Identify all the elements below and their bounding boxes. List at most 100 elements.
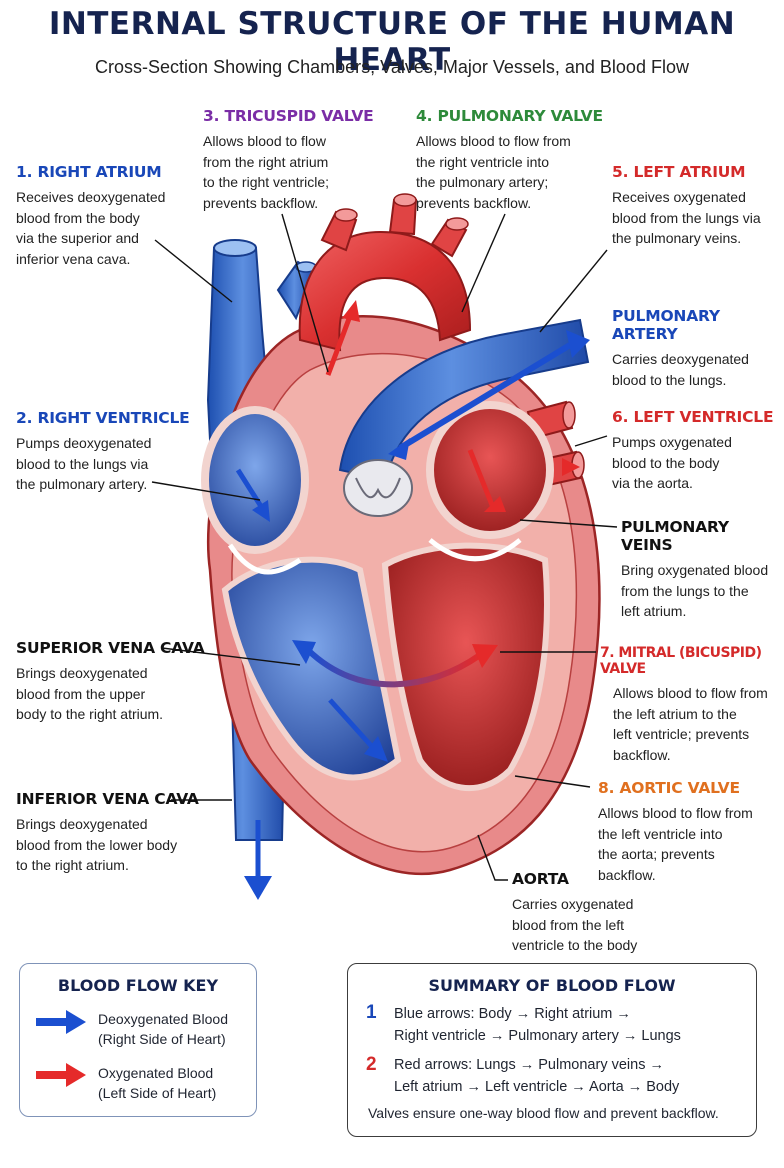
label-line: from the lungs to the [621,582,749,599]
label-line: the left ventricle into [598,825,723,842]
summary-line: Blue arrows: Body → Right atrium → [394,1006,631,1022]
label-line: to the right ventricle; [203,174,330,190]
leader-lines [151,213,618,881]
red-flow-arrow-aorta [325,315,353,376]
summary-line: Right ventricle → Pulmonary artery → Lun… [394,1028,681,1044]
label-line: Carries oxygenated [512,896,634,912]
label-line: the right ventricle into [416,153,550,170]
left-atrium-chamber [426,401,554,539]
label-line: backflow. [613,746,671,763]
summary-number-1: 1 [366,1002,377,1023]
aorta-heading: AORTA [512,870,569,888]
tricuspid-valve-shape [227,543,302,575]
red-arrowhead-pv [562,458,580,476]
label-inferior-vena-cava: INFERIOR VENA CAVA Brings deoxygenated b… [16,790,199,876]
summary-line: Red arrows: Lungs → Pulmonary veins → [394,1057,664,1073]
key-deoxy-text: Deoxygenated Blood (Right Side of Heart) [98,1009,228,1049]
summary-red-text: Red arrows: Lungs → Pulmonary veins → Le… [394,1054,679,1098]
key-line: (Right Side of Heart) [98,1031,226,1047]
label-pulmonary-valve: 4. PULMONARY VALVE Allows blood to flow … [416,107,603,213]
label-left-ventricle: 6. LEFT VENTRICLE Pumps oxygenated blood… [612,408,774,494]
deoxy-key-arrowhead [66,1010,86,1034]
red-arrowhead-aorta [342,300,360,322]
label-line: prevents backflow. [416,194,532,211]
label-line: blood from the body [16,209,140,226]
label-left-atrium: 5. LEFT ATRIUM Receives oxygenated blood… [612,163,761,249]
label-pulmonary-artery: PULMONARY ARTERY Carries deoxygenated bl… [612,307,784,390]
label-line: Pumps deoxygenated [16,435,152,451]
label-line: Allows blood to flow from [416,133,571,149]
pulmonary-artery-vessel [338,318,590,482]
label-line: the aorta; prevents [598,846,715,862]
red-flow-arrow-la [467,449,495,506]
pulmonary-artery-heading: PULMONARY ARTERY [612,307,720,343]
blue-arrowhead-ra [252,500,270,522]
label-line: from the right atrium [203,153,329,170]
aorta-vessel [298,193,472,352]
page-title: INTERNAL STRUCTURE OF THE HUMAN HEART [48,6,736,78]
key-line: Oxygenated Blood [98,1065,214,1081]
aortic-valve-heading: 8. AORTIC VALVE [598,779,740,797]
inferior-vena-cava-heading: INFERIOR VENA CAVA [16,790,199,808]
label-line: blood from the lungs via [612,209,761,226]
summary-note: Valves ensure one-way blood flow and pre… [368,1105,719,1121]
label-line: blood from the upper [16,685,146,702]
label-line: Brings deoxygenated [16,816,148,832]
label-line: the pulmonary veins. [612,230,742,246]
crossover-arrowhead-red [472,644,498,668]
label-line: to the right atrium. [16,857,129,873]
summary-line: Left atrium → Left ventricle → Aorta → B… [394,1079,680,1095]
crossover-arrowhead-blue [292,640,316,664]
label-line: Allows blood to flow from [613,685,768,701]
mitral-valve-shape [428,538,522,562]
right-atrium-heading: 1. RIGHT ATRIUM [16,163,162,181]
blue-arrowhead-down [244,876,272,900]
label-line: Receives deoxygenated [16,189,166,205]
mitral-heading: 7. MITRAL (BICUSPID) VALVE [600,645,762,677]
label-mitral-valve: 7. MITRAL (BICUSPID) VALVE Allows blood … [600,645,784,765]
pulmonary-valve-shape [343,459,413,517]
left-ventricle-heading: 6. LEFT VENTRICLE [612,408,774,426]
blue-flow-arrow-pa [398,342,572,451]
label-line: via the superior and [16,230,139,246]
label-line: the pulmonary artery; [416,174,549,190]
label-line: backflow. [598,866,656,883]
label-superior-vena-cava: SUPERIOR VENA CAVA Brings deoxygenated b… [16,639,205,725]
label-line: body to the right atrium. [16,706,164,722]
label-aortic-valve: 8. AORTIC VALVE Allows blood to flow fro… [598,779,753,885]
blue-arrowhead-pa-back [388,438,410,460]
crossover-flow-arrow [305,647,482,688]
label-line: Carries deoxygenated [612,351,749,367]
label-line: Allows blood to flow [203,133,326,149]
key-title: BLOOD FLOW KEY [57,976,219,995]
key-oxy-text: Oxygenated Blood (Left Side of Heart) [98,1063,216,1103]
pulmonary-veins-heading: PULMONARY VEINS [621,518,729,554]
red-arrowhead-la [484,496,506,512]
blue-arrowhead-rv [364,736,388,762]
label-line: Receives oxygenated [612,189,746,205]
key-line: (Left Side of Heart) [98,1085,217,1101]
key-line: Deoxygenated Blood [98,1011,228,1027]
blue-flow-arrow-rv [328,698,377,752]
label-line: blood to the lungs. [612,371,727,388]
label-line: left atrium. [621,603,687,619]
summary-title: SUMMARY OF BLOOD FLOW [428,976,676,995]
right-ventricle-heading: 2. RIGHT VENTRICLE [16,409,190,427]
label-line: Brings deoxygenated [16,665,148,681]
label-aorta: AORTA Carries oxygenated blood from the … [512,870,637,956]
superior-vena-cava-heading: SUPERIOR VENA CAVA [16,639,205,657]
summary-box: SUMMARY OF BLOOD FLOW 1 Blue arrows: Bod… [347,963,757,1137]
label-line: prevents backflow. [203,194,319,211]
oxy-key-arrowhead [66,1063,86,1087]
label-line: left ventricle; prevents [613,726,750,742]
label-line: the left atrium to the [613,705,737,722]
blue-flow-arrow-ra [235,468,265,510]
label-right-ventricle: 2. RIGHT VENTRICLE Pumps deoxygenated bl… [16,409,190,495]
blue-arrowhead-pa [566,330,590,358]
right-ventricle-chamber [221,556,402,781]
right-atrium-chamber [201,406,309,554]
label-line: blood to the body [612,454,720,471]
label-line: Allows blood to flow from [598,805,753,821]
label-line: blood from the left [512,916,625,933]
